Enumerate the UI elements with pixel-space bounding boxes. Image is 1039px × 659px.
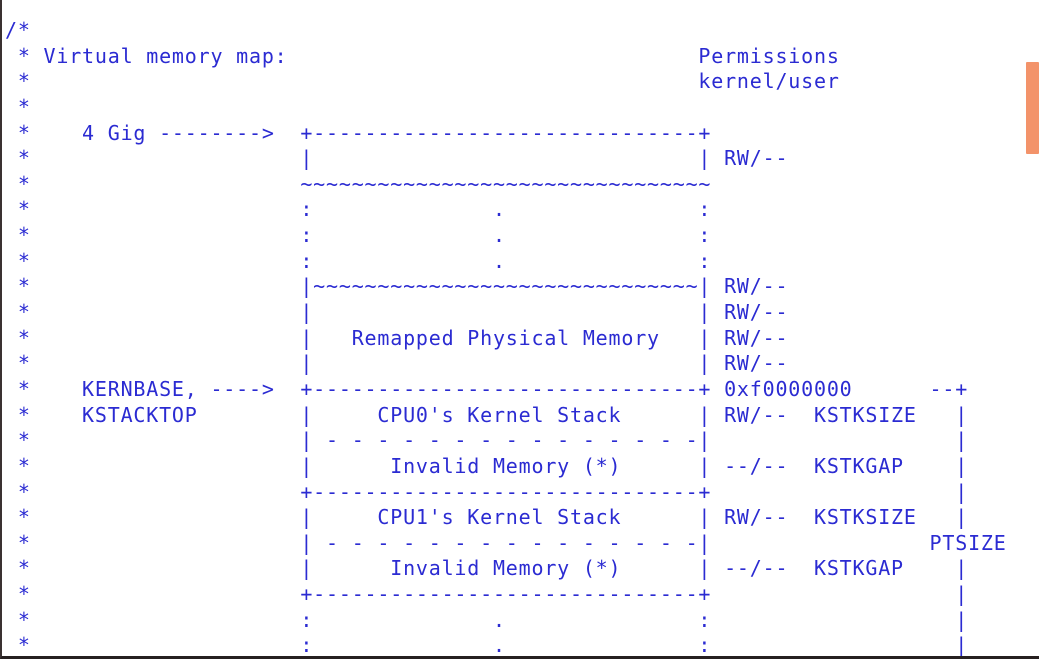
scrollbar-thumb[interactable] xyxy=(1026,62,1039,154)
